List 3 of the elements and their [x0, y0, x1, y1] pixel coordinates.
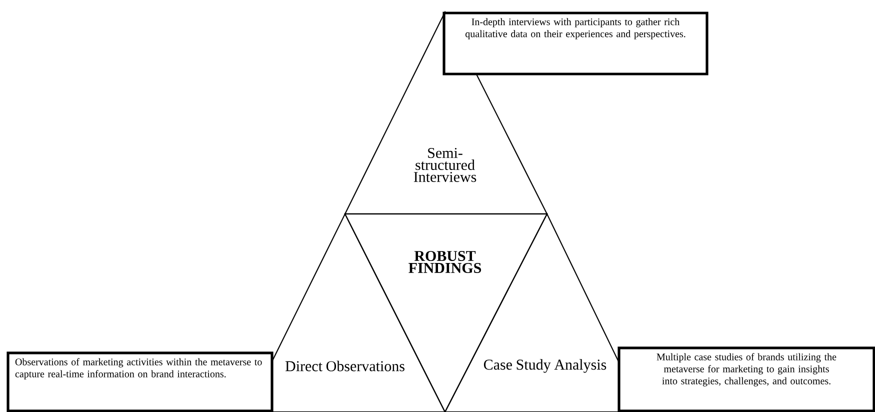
- description-box: In-depth interviews with participants to gather rich qualitative data on their experiences and perspectives.: [442, 12, 708, 76]
- description-box: Observations of marketing activities within the metaverse to capture real-time information on brand interactions.: [6, 352, 274, 412]
- description-box: Multiple case studies of brands utilizing the metaverse for marketing to gain insights into strategies, challenges, and outcomes.: [618, 346, 875, 412]
